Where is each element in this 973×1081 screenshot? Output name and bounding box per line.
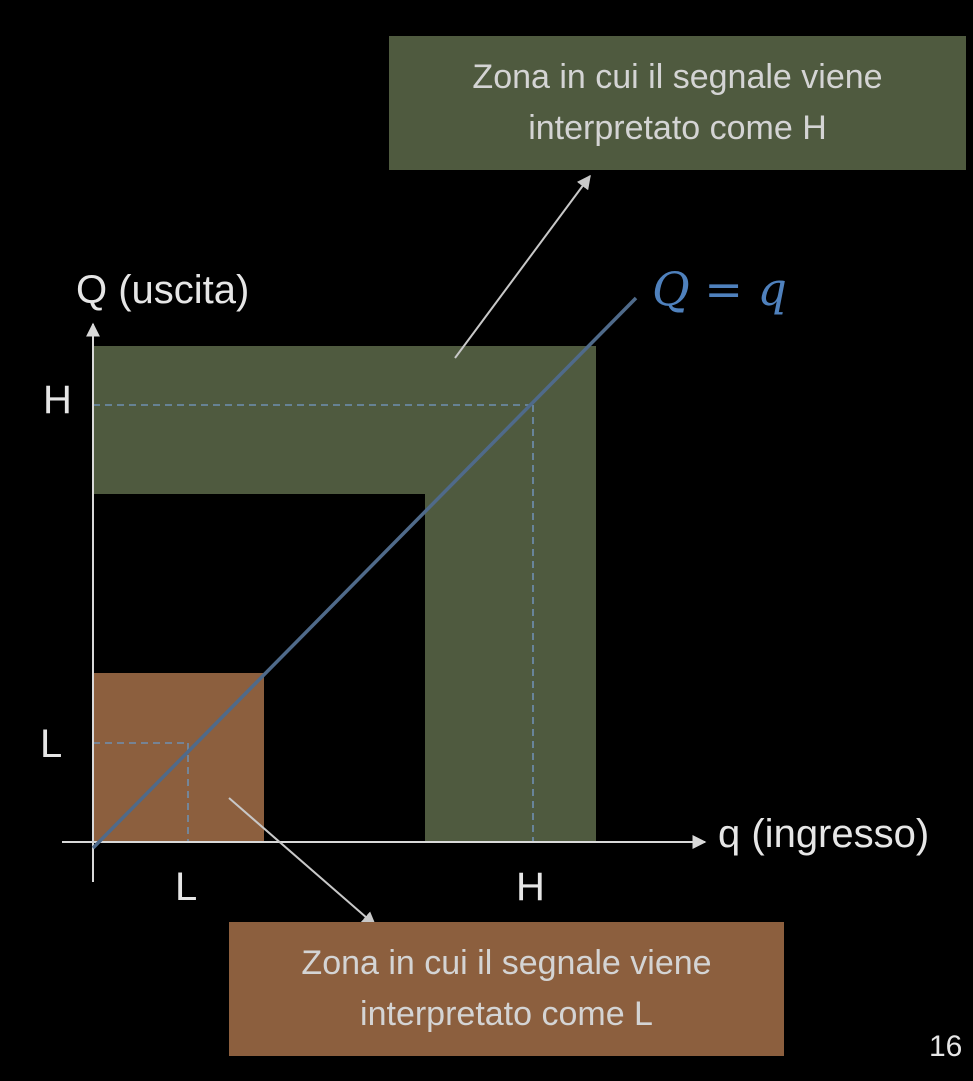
callout-l-text: Zona in cui il segnale viene interpretat…: [301, 944, 712, 1033]
y-tick-l: L: [40, 722, 63, 766]
y-tick-h: H: [43, 378, 72, 422]
pointer-arrow-h: [454, 174, 591, 359]
h-zone-region: [93, 346, 596, 842]
y-axis-title: Q (uscita): [76, 268, 250, 312]
identity-line: [91, 296, 638, 850]
x-tick-l: L: [175, 865, 198, 909]
callout-l-zone: Zona in cui il segnale viene interpretat…: [229, 922, 784, 1056]
x-tick-h: H: [516, 865, 545, 909]
x-axis-title: q (ingresso): [718, 812, 930, 856]
identity-line-label: Q = q: [652, 262, 787, 316]
callout-h-zone: Zona in cui il segnale viene interpretat…: [389, 36, 966, 170]
callout-h-text: Zona in cui il segnale viene interpretat…: [472, 58, 883, 147]
l-zone-region: [93, 673, 264, 842]
page-number: 16: [929, 1030, 963, 1063]
pointer-arrow-l: [228, 797, 377, 926]
